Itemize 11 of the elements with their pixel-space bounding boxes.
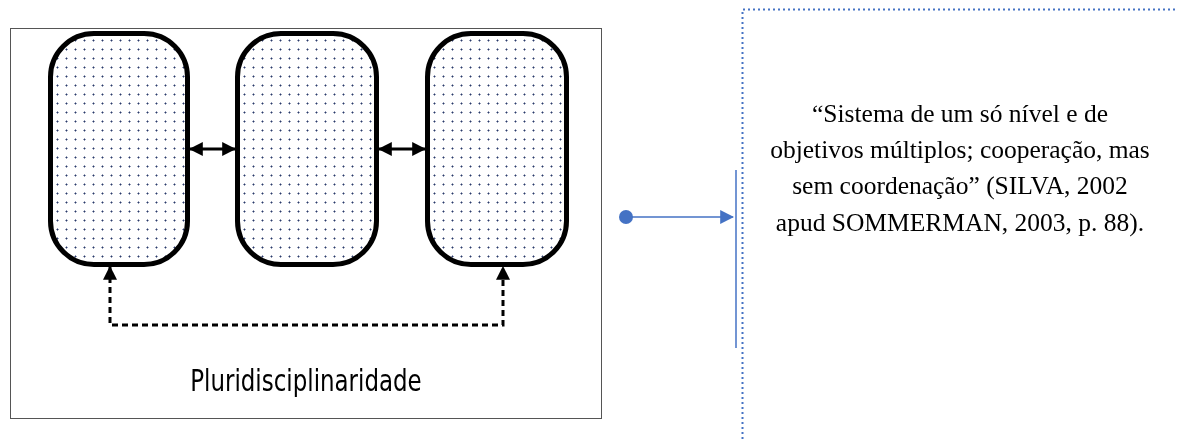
arrow: [188, 142, 237, 156]
rounded-box: [425, 31, 569, 267]
quote-box: [735, 8, 1177, 439]
rounded-box: [235, 31, 379, 267]
arrow: [619, 210, 735, 224]
arrow: [377, 142, 427, 156]
frame-label: Pluridisciplinaridade: [189, 363, 423, 398]
rounded-box: [48, 31, 190, 267]
diagram-frame: [10, 28, 602, 419]
quote-text: “Sistema de um só nível e de objetivos múltiplos; cooperação, mas sem coordenação” (SILVA, 2002 apud SOMMERMAN, 2003, p. 88).: [769, 98, 1151, 239]
dashed-arrow: [103, 265, 510, 327]
